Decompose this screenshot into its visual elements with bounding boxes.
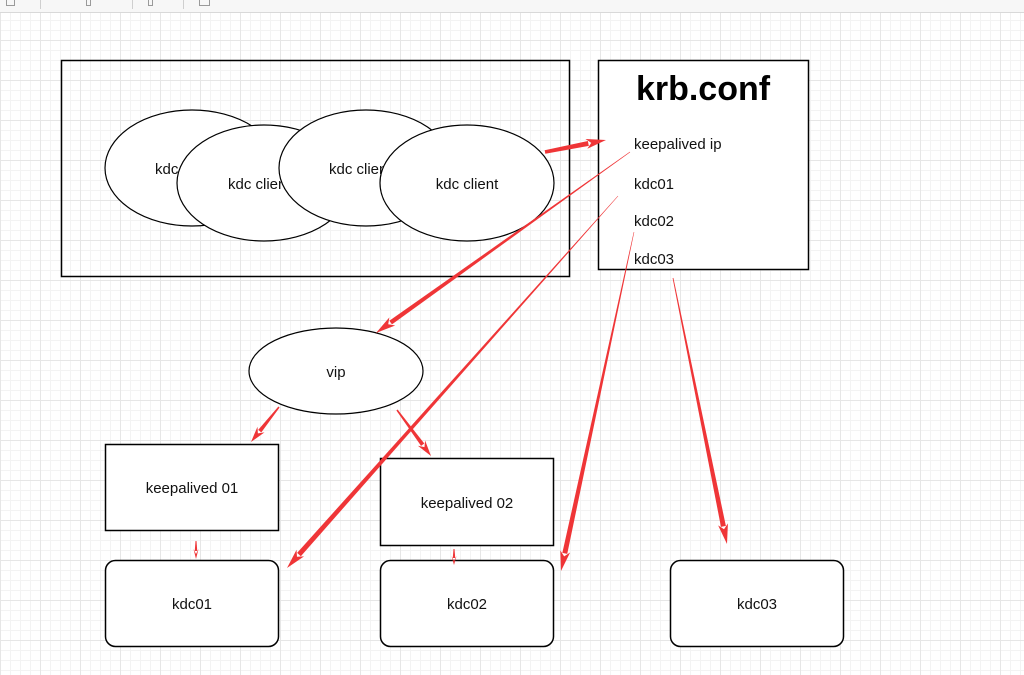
keepalived-01-box[interactable]: keepalived 01 [104,443,280,532]
connector-arrows [193,138,728,571]
client-label-3: kdc client [329,161,392,178]
kdc02-box[interactable]: kdc02 [379,559,555,648]
arrow-keepalived01-to-kdc01-shaft [194,541,198,551]
client-group-container[interactable] [60,59,571,278]
kdc03-box[interactable]: kdc03 [669,559,845,648]
arrow-clients-to-krbconf[interactable] [544,138,606,154]
arrow-krbconf-to-kdc02-head [560,550,571,571]
kdc01-label: kdc01 [172,596,212,613]
arrow-keepalived01-to-kdc01-head [193,549,199,559]
shape-icon[interactable] [199,0,210,6]
arrow-clients-to-krbconf-shaft [544,141,589,154]
arrow-vip-to-keepalived01[interactable] [251,406,280,442]
arrow-krbconf-to-kdc03-head [718,523,728,544]
arrow-krbconf-to-kdc01-shaft [297,195,619,557]
client-label-2: kdc client [228,176,291,193]
keepalived-02-label: keepalived 02 [421,495,514,512]
arrow-keepalived02-to-kdc02[interactable] [451,549,457,565]
arrow-keepalived02-to-kdc02-shaft [452,549,456,558]
arrow-krbconf-to-kdc03-shaft [672,277,726,527]
arrow-krbconf-to-kdc02-shaft [562,231,635,554]
arrow-vip-to-keepalived02-head [417,440,431,456]
kdc03-label: kdc03 [737,596,777,613]
krbconf-title: krb.conf [636,70,771,108]
arrow-vip-to-keepalived01-shaft [258,406,280,433]
krbconf-line-kdc02: kdc02 [634,213,674,230]
client-label-4: kdc client [436,176,499,193]
krbconf-line-kdc03: kdc03 [634,251,674,268]
kdc02-label: kdc02 [447,596,487,613]
client-ellipse-4[interactable]: kdc client [379,124,555,242]
arrow-keepalived02-to-kdc02-head [451,556,457,565]
arrow-krbconf-to-kdc03[interactable] [672,277,728,544]
arrow-krbconf-to-vip[interactable] [376,151,631,333]
toolbar-separator [40,0,41,9]
toolbar [0,0,1024,13]
toolbar-separator [183,0,184,9]
krbconf-box[interactable]: krb.conf keepalived ip kdc01 kdc02 kdc03 [597,59,810,271]
arrow-vip-to-keepalived02[interactable] [396,409,431,456]
arrow-vip-to-keepalived01-head [251,426,265,442]
undo-icon[interactable] [6,0,15,6]
keepalived-02-box[interactable]: keepalived 02 [379,457,555,547]
krbconf-line-kdc01: kdc01 [634,176,674,193]
format-icon[interactable] [148,0,153,6]
arrow-krbconf-to-vip-head [376,317,396,333]
krbconf-line-keepalived-ip: keepalived ip [634,136,722,153]
redo-icon[interactable] [86,0,91,6]
arrow-vip-to-keepalived02-shaft [396,409,425,446]
arrow-krbconf-to-kdc01-head [287,549,305,568]
arrow-krbconf-to-vip-shaft [389,151,631,325]
arrow-krbconf-to-kdc02[interactable] [560,231,635,571]
arrow-krbconf-to-kdc01[interactable] [287,195,619,568]
arrow-clients-to-krbconf-head [585,138,606,149]
keepalived-01-label: keepalived 01 [146,480,239,497]
kdc01-box[interactable]: kdc01 [104,559,280,648]
vip-label: vip [326,364,345,381]
vip-ellipse[interactable]: vip [248,327,424,415]
toolbar-separator [132,0,133,9]
arrow-keepalived01-to-kdc01[interactable] [193,541,199,559]
